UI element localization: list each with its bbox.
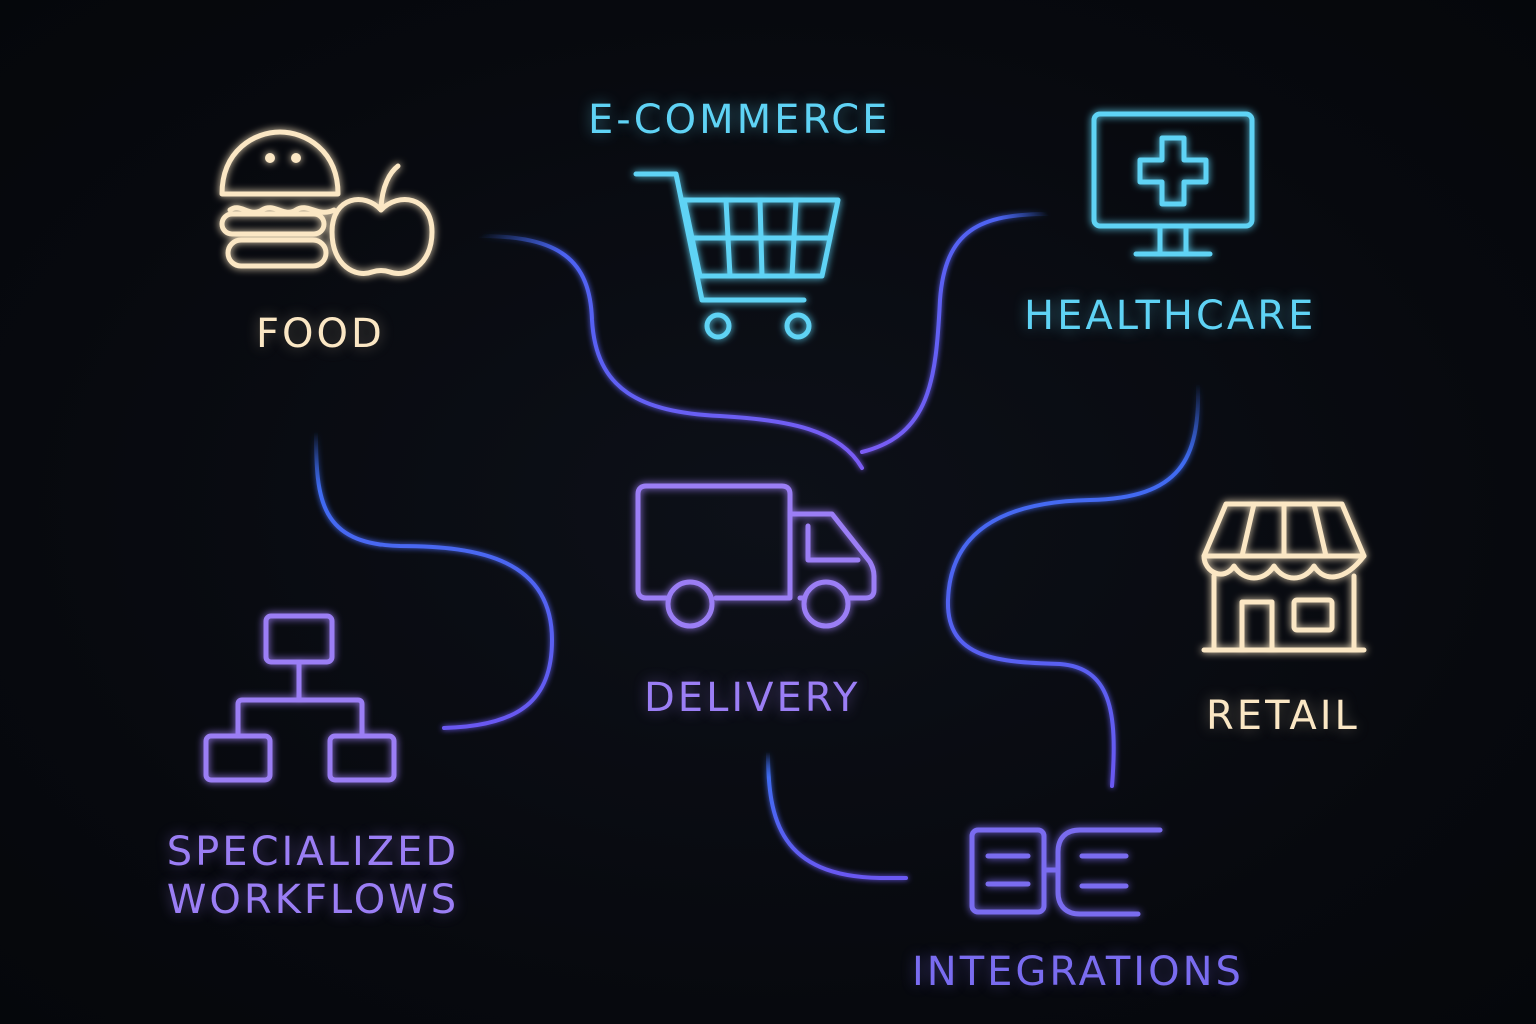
connector-delivery-integrations [766, 750, 908, 880]
connector-healthcare-delivery [860, 212, 1050, 454]
burger-apple-icon [219, 129, 435, 276]
integration-plug-icon [969, 827, 1163, 917]
node-label-specialized-line1: SPECIALIZED [166, 829, 460, 875]
node-label-delivery: DELIVERY [644, 675, 861, 721]
node-label-integrations: INTEGRATIONS [912, 949, 1244, 995]
connector-food-delivery [478, 234, 864, 470]
medical-monitor-icon [1091, 111, 1255, 257]
node-label-ecommerce: E-COMMERCE [588, 97, 891, 143]
node-label-food: FOOD [256, 311, 385, 357]
connector-food-specialized [314, 430, 555, 730]
node-label-specialized-line2: WORKFLOWS [166, 877, 460, 923]
node-label-retail: RETAIL [1206, 693, 1360, 739]
node-label-healthcare: HEALTHCARE [1024, 293, 1317, 339]
workflow-hierarchy-icon [203, 613, 397, 783]
connector-healthcare-integrations [945, 382, 1201, 788]
delivery-truck-icon [635, 483, 877, 629]
shopping-cart-icon [633, 171, 841, 340]
storefront-icon [1201, 501, 1367, 653]
node-label-specialized-workflows: SPECIALIZED WORKFLOWS [150, 828, 476, 924]
